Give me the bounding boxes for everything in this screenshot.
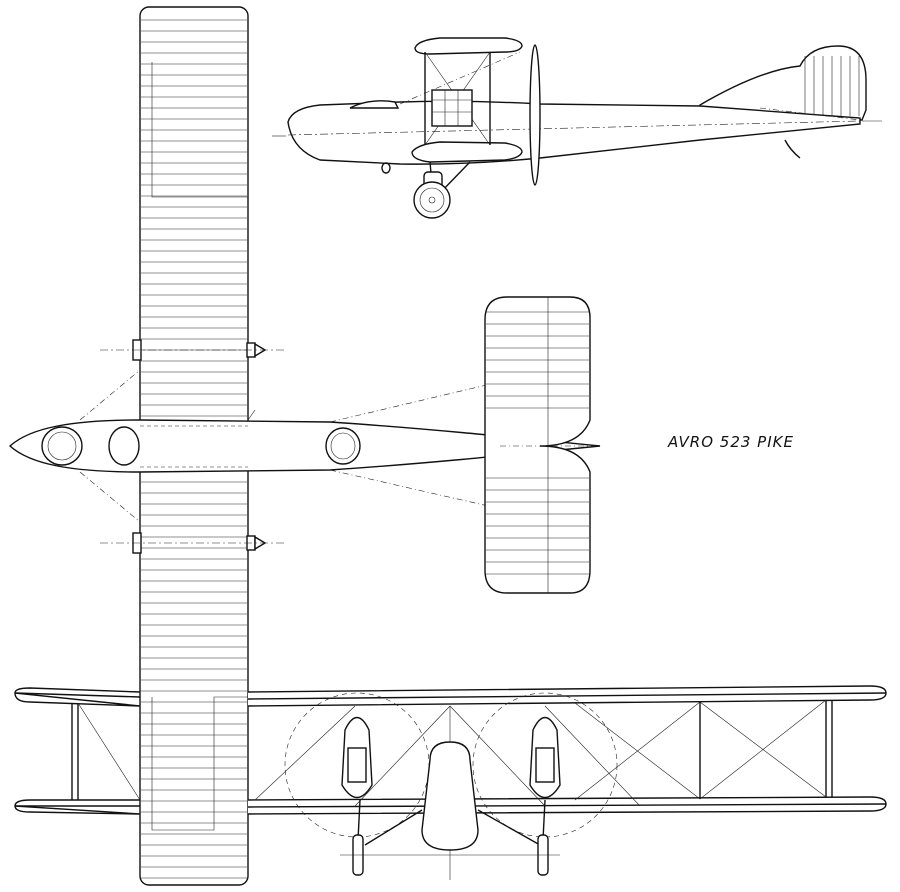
front-engine-right [529, 716, 561, 799]
plan-cockpit-front [41, 426, 83, 466]
drawing-title: AVRO 523 PIKE [668, 433, 794, 451]
side-wheel [413, 181, 451, 219]
plan-engine-upper [100, 339, 285, 361]
plan-engine-lower [100, 532, 285, 554]
plan-aileron-lower [151, 696, 248, 831]
plan-wing-ribs [141, 19, 247, 879]
plan-fuselage [8, 419, 601, 473]
front-engine-left [341, 716, 373, 799]
side-lower-wing [411, 141, 523, 163]
side-fin-rudder [699, 45, 867, 121]
side-view [272, 37, 882, 219]
front-view [14, 685, 887, 880]
side-upper-wing [414, 37, 523, 55]
front-fuselage [421, 741, 479, 851]
tailplane-ribs [486, 311, 589, 575]
side-engine [431, 89, 473, 127]
plan-view [8, 6, 601, 886]
plan-cockpit-rear [325, 427, 361, 465]
fin-ribs [804, 56, 860, 116]
side-propeller [529, 44, 541, 186]
plan-cockpit-mid [108, 426, 140, 466]
plan-aileron-upper [151, 62, 248, 198]
